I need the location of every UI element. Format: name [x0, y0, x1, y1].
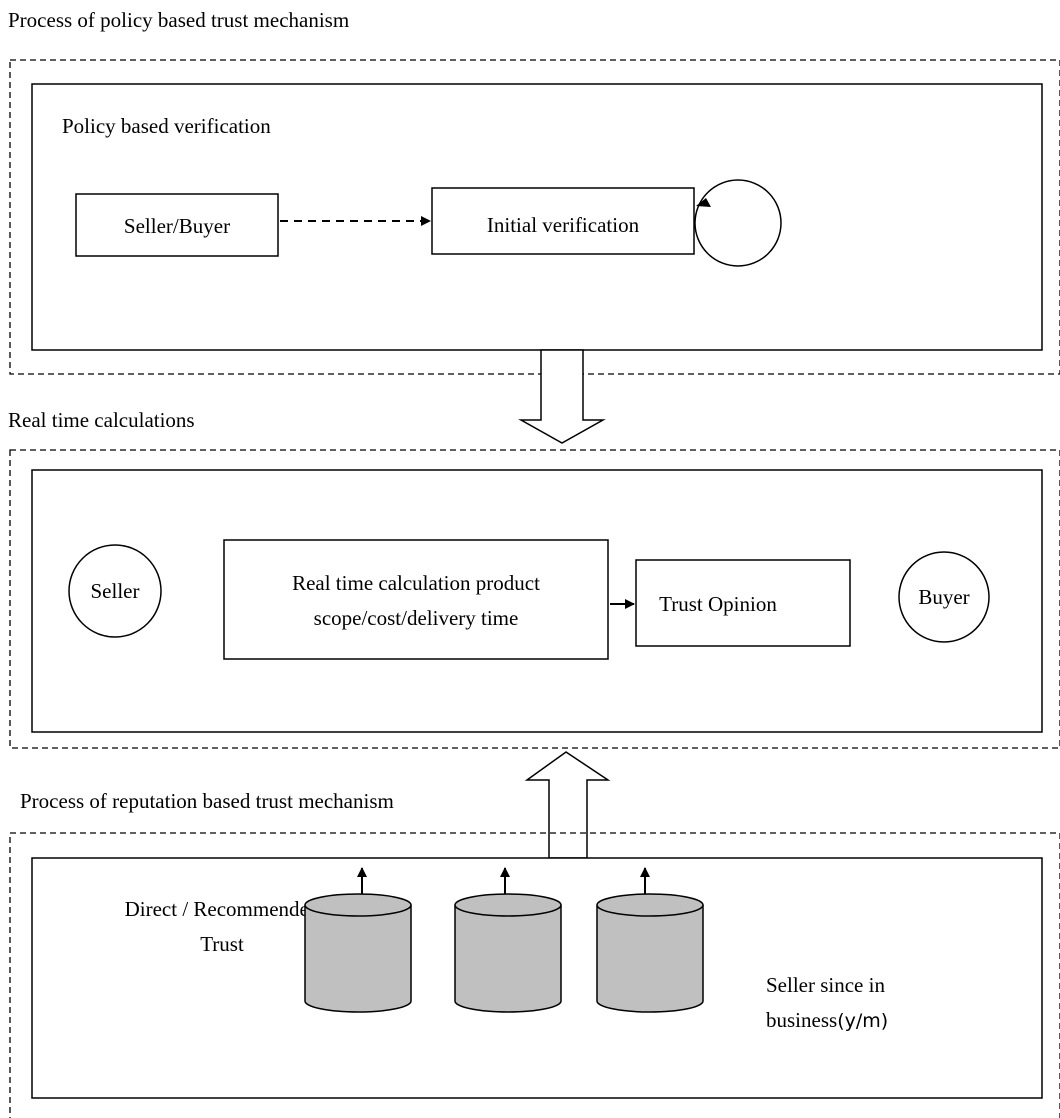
initial-verification-label: Initial verification — [487, 213, 640, 237]
up-block-arrow — [524, 751, 611, 859]
policy-section-title: Process of policy based trust mechanism — [8, 8, 349, 32]
buyer-label: Buyer — [918, 585, 969, 609]
seller-buyer-label: Seller/Buyer — [124, 214, 230, 238]
database-cylinder-1 — [304, 893, 412, 1013]
down-block-arrow — [518, 349, 606, 444]
direct-trust-line2: Trust — [200, 932, 244, 956]
seller-since-business: business — [766, 1008, 837, 1032]
self-loop-circle — [694, 179, 782, 267]
database-cylinder-3 — [596, 893, 704, 1013]
seller-node — [68, 544, 162, 638]
trust-opinion-box — [635, 559, 851, 647]
policy-section-frame — [9, 59, 1060, 375]
database-cylinder-2 — [454, 893, 562, 1013]
seller-buyer-box — [75, 193, 279, 257]
realtime-calc-line1: Real time calculation product — [292, 571, 540, 595]
self-loop-arrowhead — [696, 198, 711, 207]
trust-opinion-label: Trust Opinion — [659, 592, 777, 616]
reputation-section-title: Process of reputation based trust mechan… — [20, 789, 394, 813]
realtime-calc-box — [223, 539, 609, 660]
realtime-section-title: Real time calculations — [8, 408, 195, 432]
seller-since-line1: Seller since in — [766, 973, 885, 997]
realtime-calc-line2: scope/cost/delivery time — [314, 606, 519, 630]
seller-since-line2: business(y/m) — [766, 1008, 888, 1032]
buyer-node — [898, 551, 990, 643]
policy-box-title: Policy based verification — [62, 114, 271, 138]
realtime-section-frame — [9, 449, 1060, 749]
seller-since-unit: (y/m) — [837, 1010, 888, 1032]
seller-label: Seller — [91, 579, 140, 603]
initial-verification-box — [431, 187, 695, 255]
reputation-section-frame — [9, 832, 1060, 1118]
direct-trust-line1: Direct / Recommended — [125, 897, 320, 921]
